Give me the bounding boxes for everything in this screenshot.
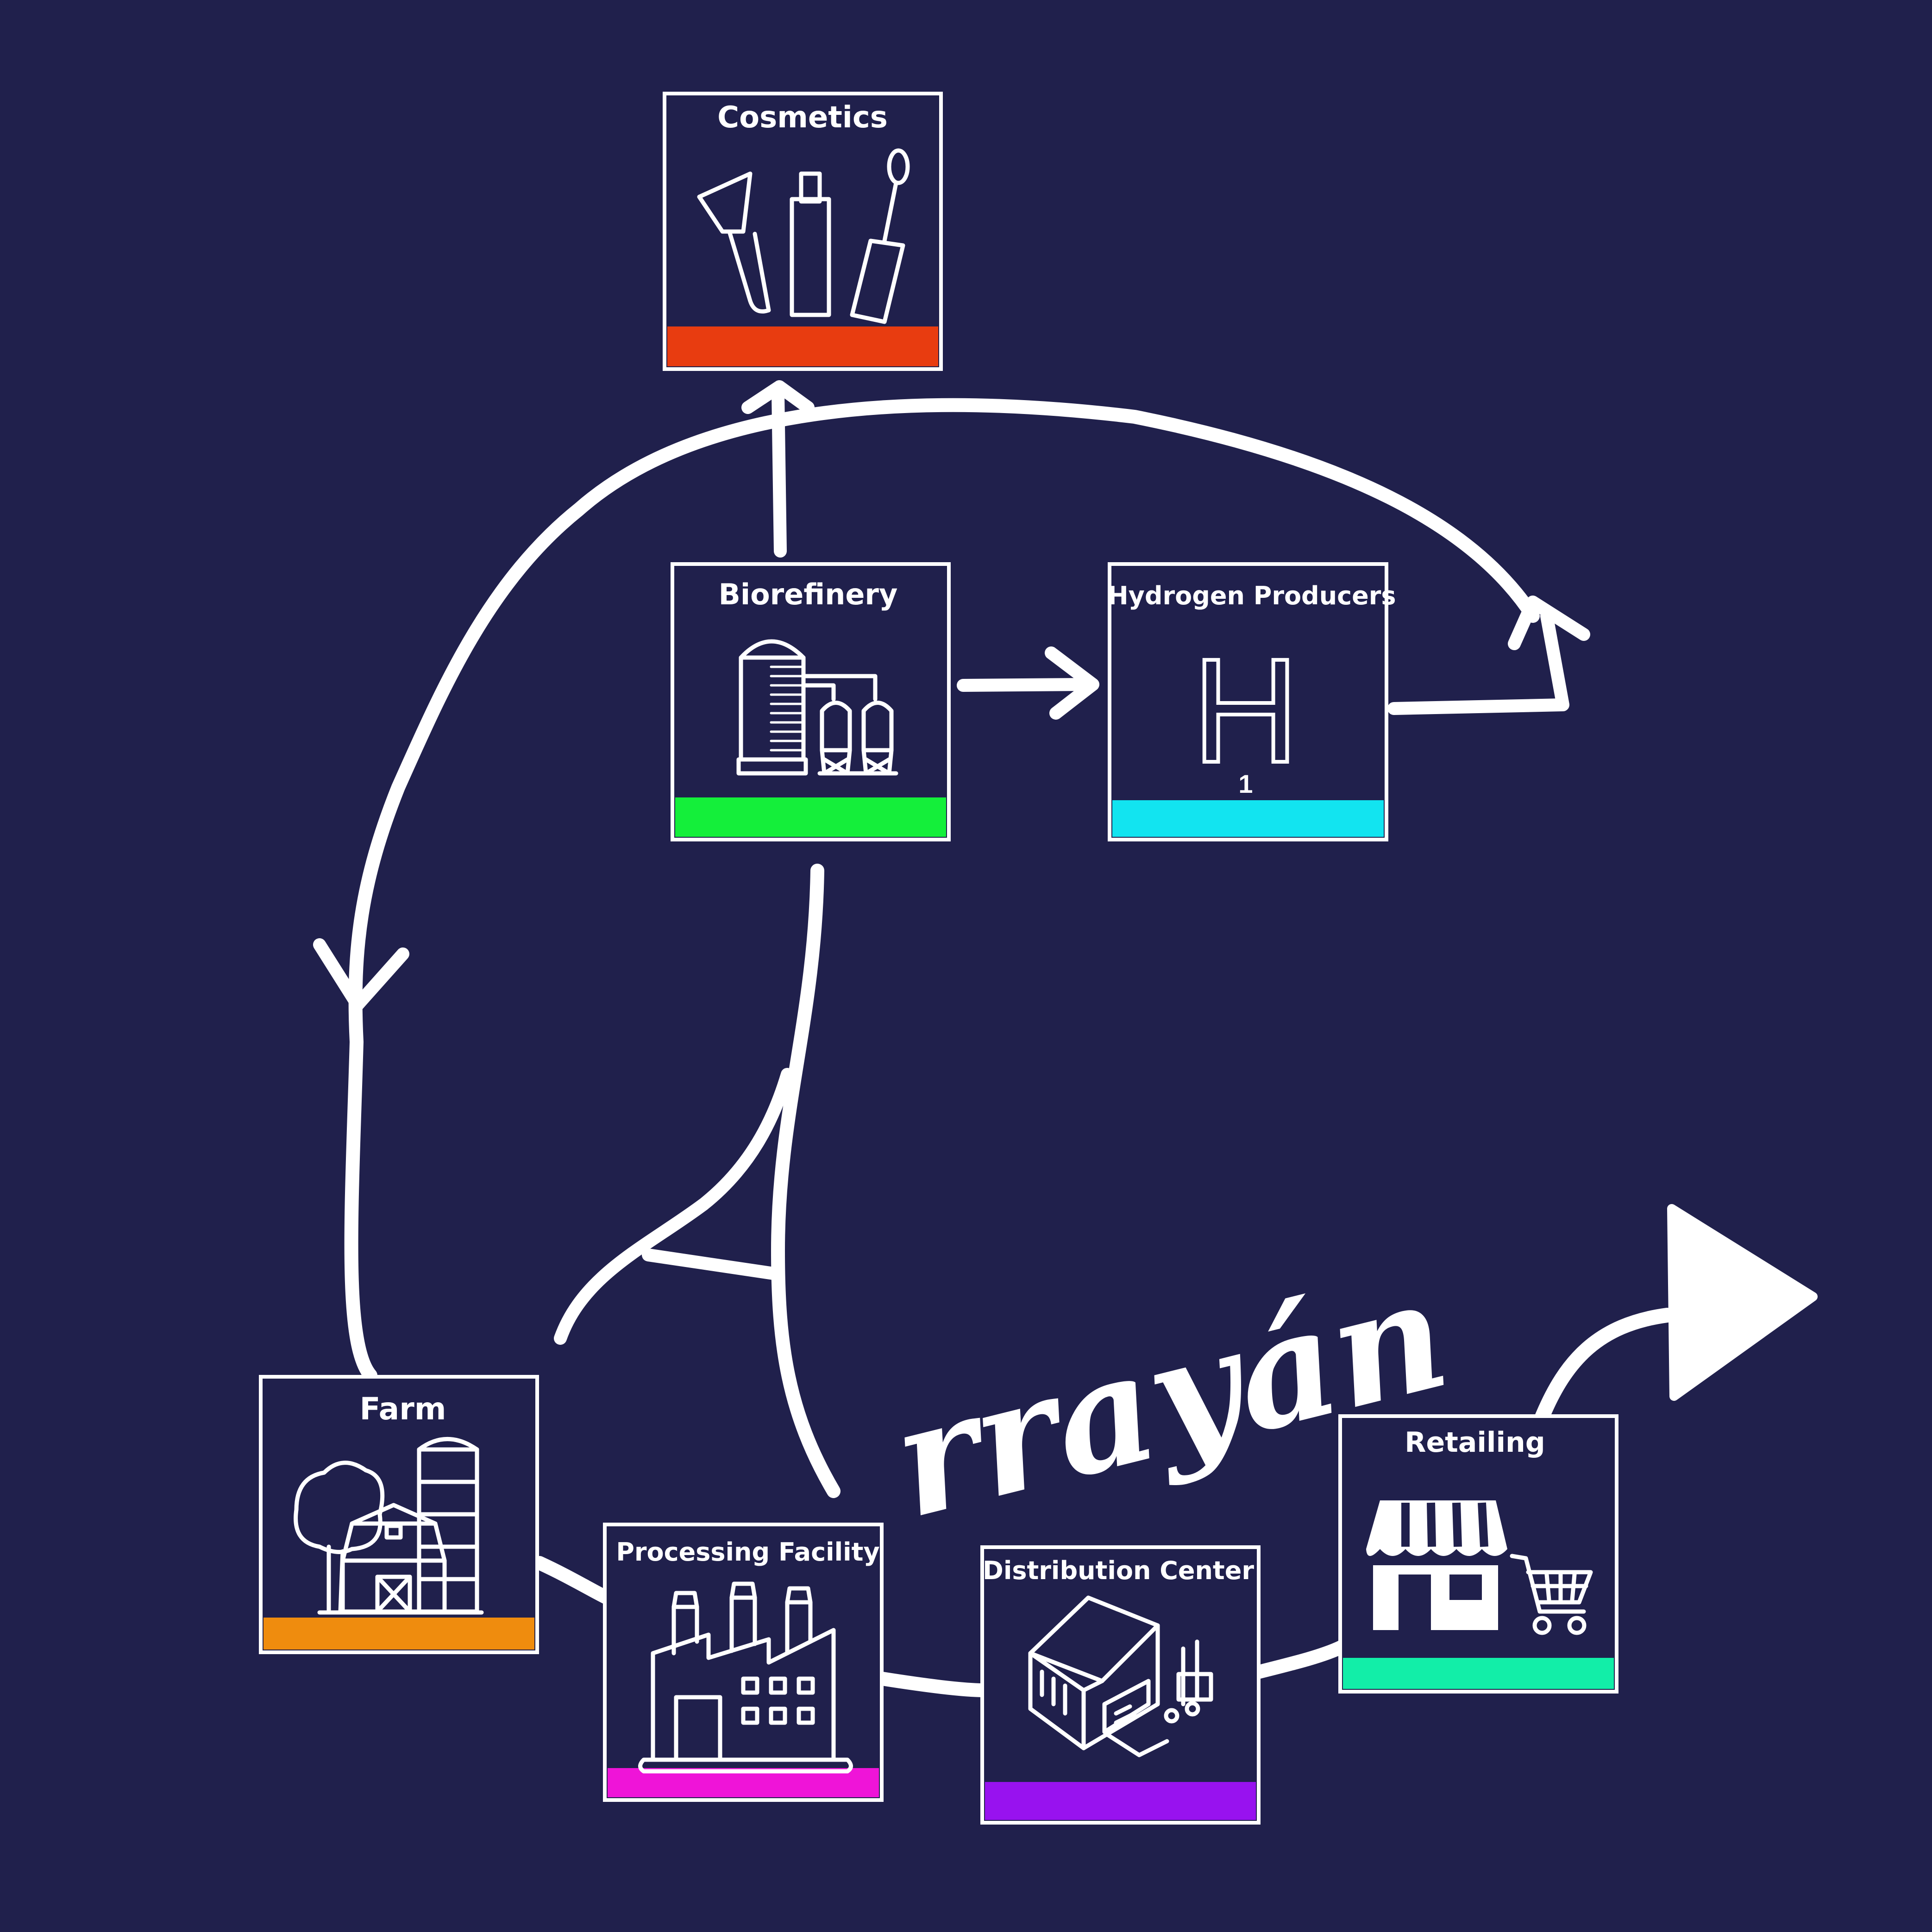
node-frame	[1108, 562, 1388, 841]
node-frame	[259, 1375, 539, 1654]
atomic-number: 1	[1238, 769, 1253, 798]
processing-to-biorefinery-branch	[554, 1068, 794, 1345]
barn-icon	[294, 1437, 484, 1615]
retailing-out-line	[1535, 1308, 1675, 1424]
silo-tanks-icon	[736, 639, 898, 776]
hydrogen-element-icon: H 1	[1190, 626, 1301, 798]
node-accent-bar	[1112, 800, 1384, 837]
hydrogen-out-arrowhead	[1508, 596, 1590, 650]
node-accent-bar	[1343, 1658, 1614, 1689]
node-frame	[663, 92, 943, 371]
store-cart-icon	[1366, 1500, 1593, 1635]
biorefinery-to-cosmetics	[772, 387, 787, 558]
node-title: Biorefinery	[719, 577, 898, 611]
node-title: Retailing	[1405, 1426, 1545, 1459]
element-symbol: H	[1192, 627, 1299, 793]
retailing-out-arrowhead	[1667, 1204, 1818, 1401]
node-title: Distribution Center	[983, 1556, 1254, 1585]
node-title: Processing Facility	[616, 1537, 879, 1567]
processing-to-biorefinery	[771, 864, 841, 1498]
node-title: Farm	[359, 1391, 446, 1427]
node-accent-bar	[985, 1782, 1256, 1820]
node-title: Cosmetics	[717, 100, 888, 135]
node-accent-bar	[675, 797, 946, 837]
processing-to-distribution	[875, 1672, 991, 1697]
node-accent-bar	[667, 326, 938, 366]
arc-arrowhead	[313, 938, 409, 1011]
node-farm: Farm	[259, 1375, 539, 1654]
node-distribution-center: Distribution Center	[980, 1545, 1261, 1825]
cycle-arc	[344, 398, 1540, 1382]
factory-icon	[638, 1581, 853, 1774]
connectors	[313, 380, 1818, 1697]
node-hydrogen-producers: Hydrogen Producers H 1	[1107, 562, 1396, 841]
farm-to-processing	[533, 1556, 614, 1605]
warehouse-icon	[1028, 1595, 1213, 1757]
hydrogen-out-line	[1387, 609, 1569, 715]
node-accent-bar	[263, 1618, 534, 1650]
node-frame	[671, 562, 951, 841]
biorefinery-to-hydrogen	[957, 678, 1090, 692]
node-frame	[980, 1545, 1261, 1825]
node-retailing: Retailing	[1338, 1414, 1618, 1694]
node-cosmetics: Cosmetics	[663, 92, 943, 371]
makeup-icon	[697, 148, 910, 324]
node-biorefinery: Biorefinery	[671, 562, 951, 841]
node-processing-facility: Processing Facility	[603, 1523, 884, 1802]
distribution-to-retailing	[1253, 1639, 1350, 1679]
biorefinery-to-hydrogen-arrowhead	[1045, 646, 1099, 720]
biorefinery-to-cosmetics-arrowhead	[741, 380, 815, 414]
node-title: Hydrogen Producers	[1107, 581, 1396, 610]
